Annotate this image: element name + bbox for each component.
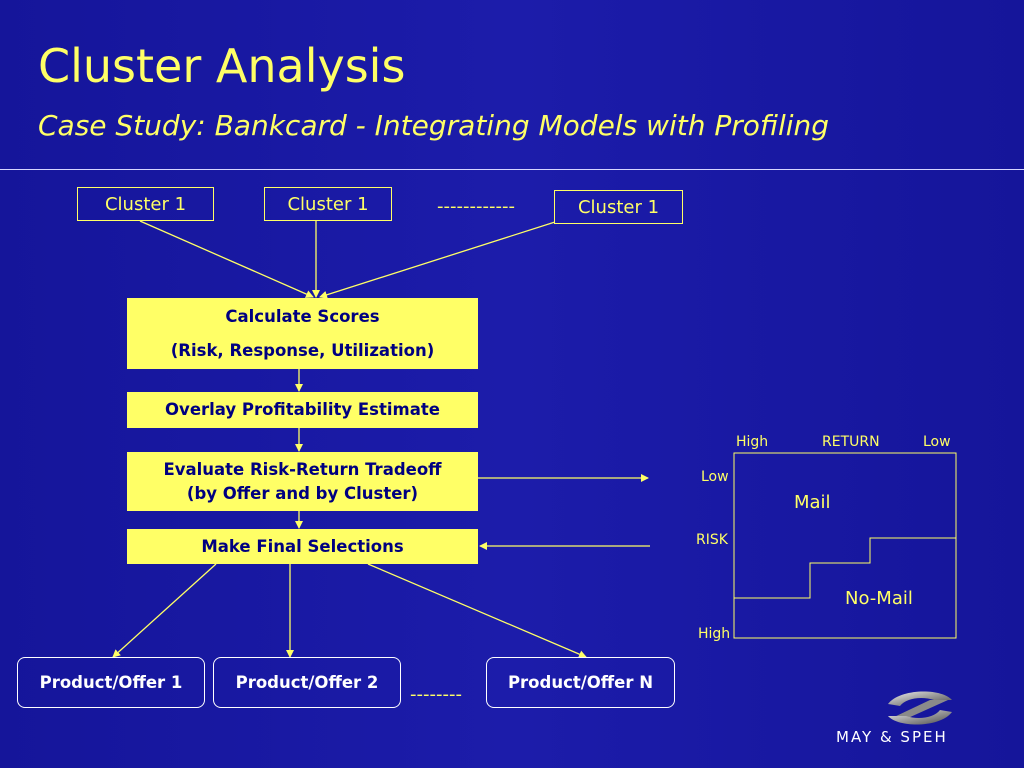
region-mail-label: Mail	[794, 492, 831, 513]
step-calculate-title: Calculate Scores	[225, 306, 380, 326]
return-low-label: Low	[923, 434, 951, 450]
step-calculate-detail: (Risk, Response, Utilization)	[170, 340, 435, 360]
step-final-selections: Make Final Selections	[127, 529, 478, 564]
risk-axis-label: RISK	[696, 532, 728, 548]
step-overlay-profitability: Overlay Profitability Estimate	[127, 392, 478, 428]
cluster-ellipsis: ------------	[437, 196, 515, 217]
offer-box-1: Product/Offer 1	[17, 657, 205, 708]
connector-final-to-offer1	[112, 563, 217, 658]
step-overlay-label: Overlay Profitability Estimate	[165, 400, 440, 419]
slide-title: Cluster Analysis	[38, 39, 406, 93]
step-evaluate-tradeoff: Evaluate Risk-Return Tradeoff (by Offer …	[127, 452, 478, 511]
mail-nomail-boundary	[734, 537, 956, 599]
region-nomail-label: No-Mail	[845, 588, 913, 609]
step-final-label: Make Final Selections	[201, 536, 404, 556]
offer-ellipsis: --------	[410, 684, 462, 705]
title-divider	[0, 169, 1024, 170]
cluster-box-3: Cluster 1	[554, 190, 683, 224]
risk-return-matrix-frame	[733, 452, 957, 639]
step-evaluate-line1: Evaluate Risk-Return Tradeoff	[163, 459, 442, 479]
step-calculate-scores: Calculate Scores (Risk, Response, Utiliz…	[127, 298, 478, 369]
connector-final-to-offerN	[367, 563, 587, 658]
step-evaluate-line2: (by Offer and by Cluster)	[186, 483, 419, 503]
offer-box-2: Product/Offer 2	[213, 657, 401, 708]
may-speh-logo	[888, 691, 952, 725]
risk-high-label: High	[698, 626, 731, 642]
return-axis-label: RETURN	[822, 434, 880, 450]
return-high-label: High	[736, 434, 769, 450]
cluster-box-2: Cluster 1	[264, 187, 392, 221]
connector-cluster1-to-scores	[139, 220, 314, 298]
risk-low-label: Low	[701, 469, 729, 485]
slide-subtitle: Case Study: Bankcard - Integrating Model…	[38, 109, 830, 142]
connector-cluster3-to-scores	[319, 221, 556, 299]
offer-box-n: Product/Offer N	[486, 657, 675, 708]
logo-wordmark: MAY & SPEH	[836, 728, 948, 746]
cluster-box-1: Cluster 1	[77, 187, 214, 221]
